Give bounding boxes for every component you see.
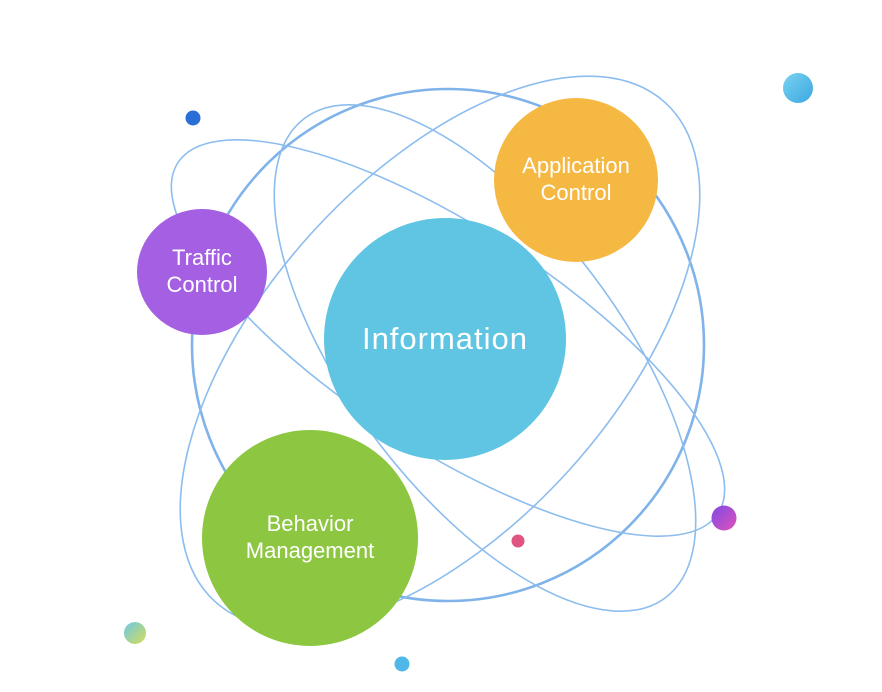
dot-light-blue xyxy=(394,656,410,672)
application-control-label: Application Control xyxy=(522,153,630,207)
dot-teal-yellow xyxy=(124,622,146,644)
behavior-management-label: Behavior Management xyxy=(246,511,374,565)
orbit-ring-tilted-3 xyxy=(273,104,697,612)
orbit-ring-tilted-1 xyxy=(179,75,701,629)
traffic-control-line1: Traffic xyxy=(172,245,232,271)
dot-dark-blue xyxy=(185,110,201,126)
behavior-management-node: Behavior Management xyxy=(202,430,418,646)
orbit-ring-outer xyxy=(190,87,706,603)
behavior-management-line1: Behavior xyxy=(266,511,354,537)
traffic-control-node: Traffic Control xyxy=(137,209,267,335)
orbit-dots xyxy=(124,73,813,672)
dot-purple xyxy=(711,505,737,531)
application-control-line2: Control xyxy=(540,180,612,205)
behavior-management-line2: Management xyxy=(245,538,375,563)
traffic-control-label: Traffic Control xyxy=(167,245,238,299)
dot-pink xyxy=(511,534,525,548)
information-label: Information xyxy=(361,321,529,357)
application-control-node: Application Control xyxy=(494,98,658,262)
application-control-line1: Application xyxy=(522,153,630,179)
dot-sky-blue xyxy=(783,73,813,103)
traffic-control-line2: Control xyxy=(166,272,238,297)
information-node: Information xyxy=(324,218,566,460)
